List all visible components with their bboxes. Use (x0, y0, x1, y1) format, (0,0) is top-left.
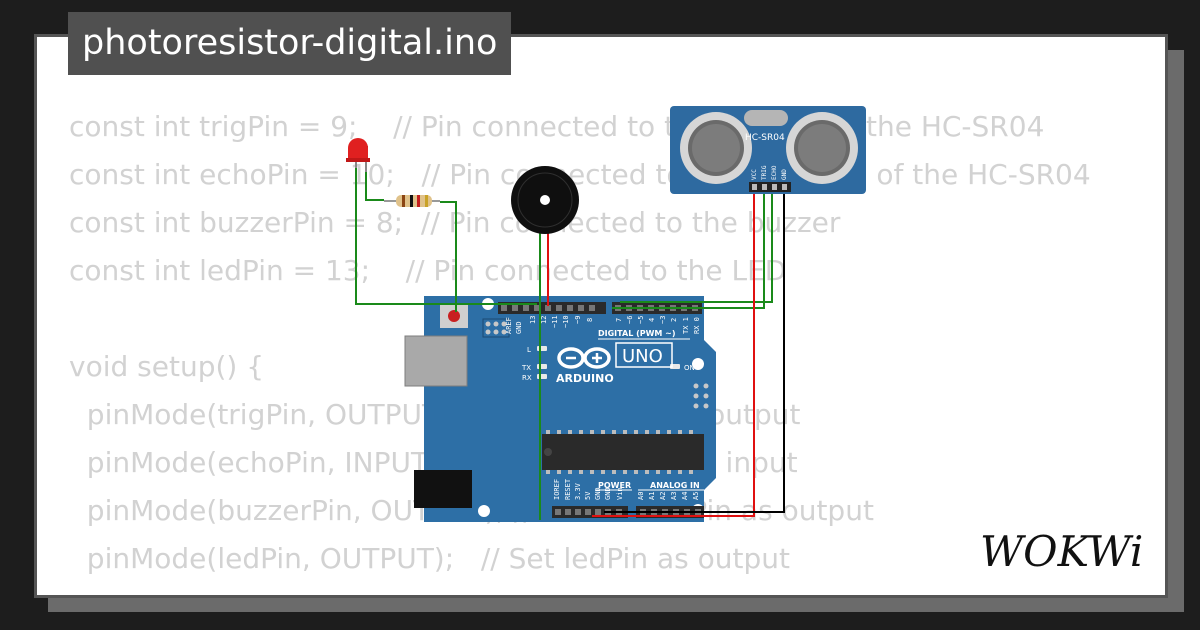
power-label: POWER (598, 481, 631, 490)
pin-label: TX 1 (682, 317, 690, 334)
pin-label: ~9 (574, 316, 582, 324)
wire-resistor-gnd (440, 201, 457, 312)
code-line: const int ledPin = 13; // Pin connected … (69, 254, 787, 287)
pin-label: A0 (637, 492, 645, 500)
pin-label: A1 (648, 492, 656, 500)
board-brand: ARDUINO (556, 372, 614, 385)
pin-label: IOREF (553, 479, 561, 500)
led-label: RX (522, 374, 532, 382)
pin-label: RX 0 (693, 317, 701, 334)
wires (355, 162, 785, 520)
reset-button[interactable] (440, 304, 468, 328)
sensor-pin-label: TRIG (761, 165, 768, 180)
wokwi-logo-text: WOKWi (980, 527, 1143, 576)
code-line: } (69, 583, 1091, 595)
pin-label: A2 (659, 492, 667, 500)
pin-label: ~10 (562, 315, 570, 328)
pin-label: ~5 (637, 316, 645, 324)
led-label: TX (521, 364, 531, 372)
pin-label: A4 (681, 492, 689, 500)
sensor-pin-label: VCC (751, 169, 758, 180)
pin-label: GND (604, 487, 612, 500)
resistor[interactable] (384, 195, 440, 207)
pin-label: A5 (692, 492, 700, 500)
led-label: L (527, 346, 531, 354)
pin-label: 7 (615, 318, 623, 322)
digital-header-label: DIGITAL (PWM ~) (598, 329, 676, 338)
pin-label: 3.3V (574, 482, 582, 500)
pin-label: A3 (670, 492, 678, 500)
hc-sr04-sensor[interactable]: HC-SR04 VCC TRIG ECHO GND (670, 106, 866, 194)
pin-label: RESET (564, 478, 572, 500)
arduino-logo (557, 347, 611, 369)
wire-led-anode (355, 162, 537, 305)
sensor-pin-label: ECHO (771, 165, 778, 180)
buzzer[interactable] (511, 166, 579, 234)
wire-sensor-vcc (592, 192, 755, 517)
code-preview: const int trigPin = 9; // Pin connected … (69, 103, 1091, 595)
pin-label: GND (515, 321, 523, 334)
ultrasonic-transmitter (680, 112, 752, 184)
wire-sensor-echo (620, 192, 773, 303)
pin-label: ~3 (659, 316, 667, 324)
wire-sensor-trig (612, 192, 765, 309)
pin-label: 2 (670, 318, 678, 322)
analog-label: ANALOG IN (650, 481, 700, 490)
pin-label: 5V (584, 491, 592, 500)
pin-label: 12 (540, 316, 548, 324)
pin-label: GND (594, 487, 602, 500)
pin-label: ~6 (626, 316, 634, 324)
wire-resistor (365, 162, 384, 201)
ultrasonic-receiver (786, 112, 858, 184)
code-line: pinMode(ledPin, OUTPUT); // Set ledPin a… (69, 542, 790, 575)
microcontroller-chip (542, 430, 704, 474)
red-led[interactable] (346, 138, 370, 172)
wokwi-logo: WOKWi (980, 527, 1143, 576)
pin-label: 8 (586, 318, 594, 322)
project-filename-tab: photoresistor-digital.ino (68, 12, 512, 75)
code-line: void setup() { (69, 350, 265, 383)
usb-port (404, 335, 468, 387)
arduino-uno-board[interactable]: AREF GND 13 12 ~11 ~10 ~9 8 7 ~6 ~5 4 ~3… (404, 296, 716, 522)
sensor-label: HC-SR04 (745, 133, 785, 143)
pin-label: ~11 (551, 315, 559, 328)
wire-sensor-gnd (604, 192, 785, 513)
board-model: UNO (622, 346, 663, 367)
pin-label: 4 (648, 318, 656, 322)
pin-label: Vin (616, 487, 624, 500)
power-jack (414, 470, 472, 508)
on-label: ON (684, 364, 695, 372)
sensor-pin-label: GND (781, 169, 788, 180)
pin-label: AREF (505, 317, 513, 334)
pin-label: 13 (529, 316, 537, 324)
